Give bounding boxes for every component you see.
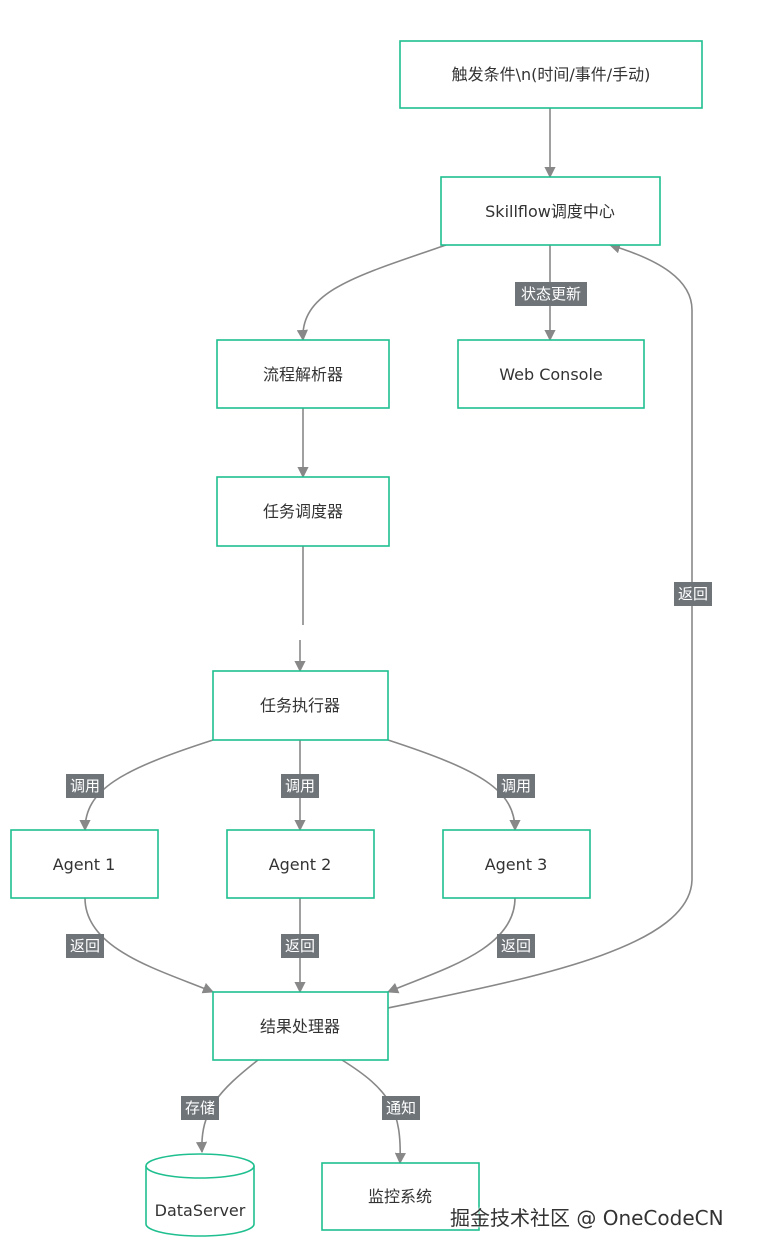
edge-label-status-update-text: 状态更新 xyxy=(521,285,581,303)
edge-label-store: 存储 xyxy=(181,1096,219,1120)
node-scheduler: 任务调度器 xyxy=(216,476,390,547)
node-agent2-label: Agent 2 xyxy=(269,855,332,874)
edge-label-return-main-text: 返回 xyxy=(678,585,708,603)
edge-agent3-result xyxy=(386,897,516,994)
edge-label-return1: 返回 xyxy=(66,934,104,958)
edge-label-call2: 调用 xyxy=(281,774,319,798)
edge-label-notify: 通知 xyxy=(382,1096,420,1120)
node-center: Skillflow调度中心 xyxy=(440,176,661,246)
node-trigger: 触发条件\n(时间/事件/手动) xyxy=(399,40,703,109)
edge-executor-agent3 xyxy=(387,739,521,832)
edge-label-call3-text: 调用 xyxy=(501,777,531,795)
node-executor: 任务执行器 xyxy=(212,670,389,741)
edge-center-parser xyxy=(296,244,447,342)
edge-agent1-result xyxy=(84,897,215,994)
node-agent1: Agent 1 xyxy=(10,829,159,899)
node-console: Web Console xyxy=(457,339,645,409)
node-dataserver: DataServer xyxy=(145,1153,255,1237)
node-parser-label: 流程解析器 xyxy=(263,365,343,384)
edge-label-return-main: 返回 xyxy=(674,582,712,606)
node-agent3: Agent 3 xyxy=(442,829,591,899)
edge-label-return2-text: 返回 xyxy=(285,937,315,955)
node-scheduler-label: 任务调度器 xyxy=(263,502,343,521)
edge-label-status-update: 状态更新 xyxy=(515,282,587,306)
edge-executor-agent1 xyxy=(79,739,214,832)
edge-label-return3-text: 返回 xyxy=(501,937,531,955)
edge-result-center xyxy=(387,242,693,1009)
edge-label-call2-text: 调用 xyxy=(285,777,315,795)
edge-label-call3: 调用 xyxy=(497,774,535,798)
edge-label-call1: 调用 xyxy=(66,774,104,798)
node-trigger-label: 触发条件\n(时间/事件/手动) xyxy=(452,65,651,84)
node-result-label: 结果处理器 xyxy=(260,1017,340,1036)
edge-label-store-text: 存储 xyxy=(185,1099,215,1117)
node-monitor: 监控系统 xyxy=(321,1162,480,1231)
edge-label-call1-text: 调用 xyxy=(70,777,100,795)
watermark: 掘金技术社区 @ OneCodeCN xyxy=(450,1206,724,1230)
node-dataserver-label: DataServer xyxy=(155,1201,246,1220)
edge-label-return3: 返回 xyxy=(497,934,535,958)
node-center-label: Skillflow调度中心 xyxy=(485,202,615,221)
edge-label-return2: 返回 xyxy=(281,934,319,958)
node-parser: 流程解析器 xyxy=(216,339,390,409)
node-console-label: Web Console xyxy=(499,365,602,384)
node-monitor-label: 监控系统 xyxy=(368,1187,432,1206)
node-result: 结果处理器 xyxy=(212,991,389,1061)
node-executor-label: 任务执行器 xyxy=(260,696,340,715)
node-agent3-label: Agent 3 xyxy=(485,855,548,874)
node-agent1-label: Agent 1 xyxy=(53,855,116,874)
node-agent2: Agent 2 xyxy=(226,829,375,899)
edge-label-notify-text: 通知 xyxy=(386,1099,416,1117)
edge-label-return1-text: 返回 xyxy=(70,937,100,955)
